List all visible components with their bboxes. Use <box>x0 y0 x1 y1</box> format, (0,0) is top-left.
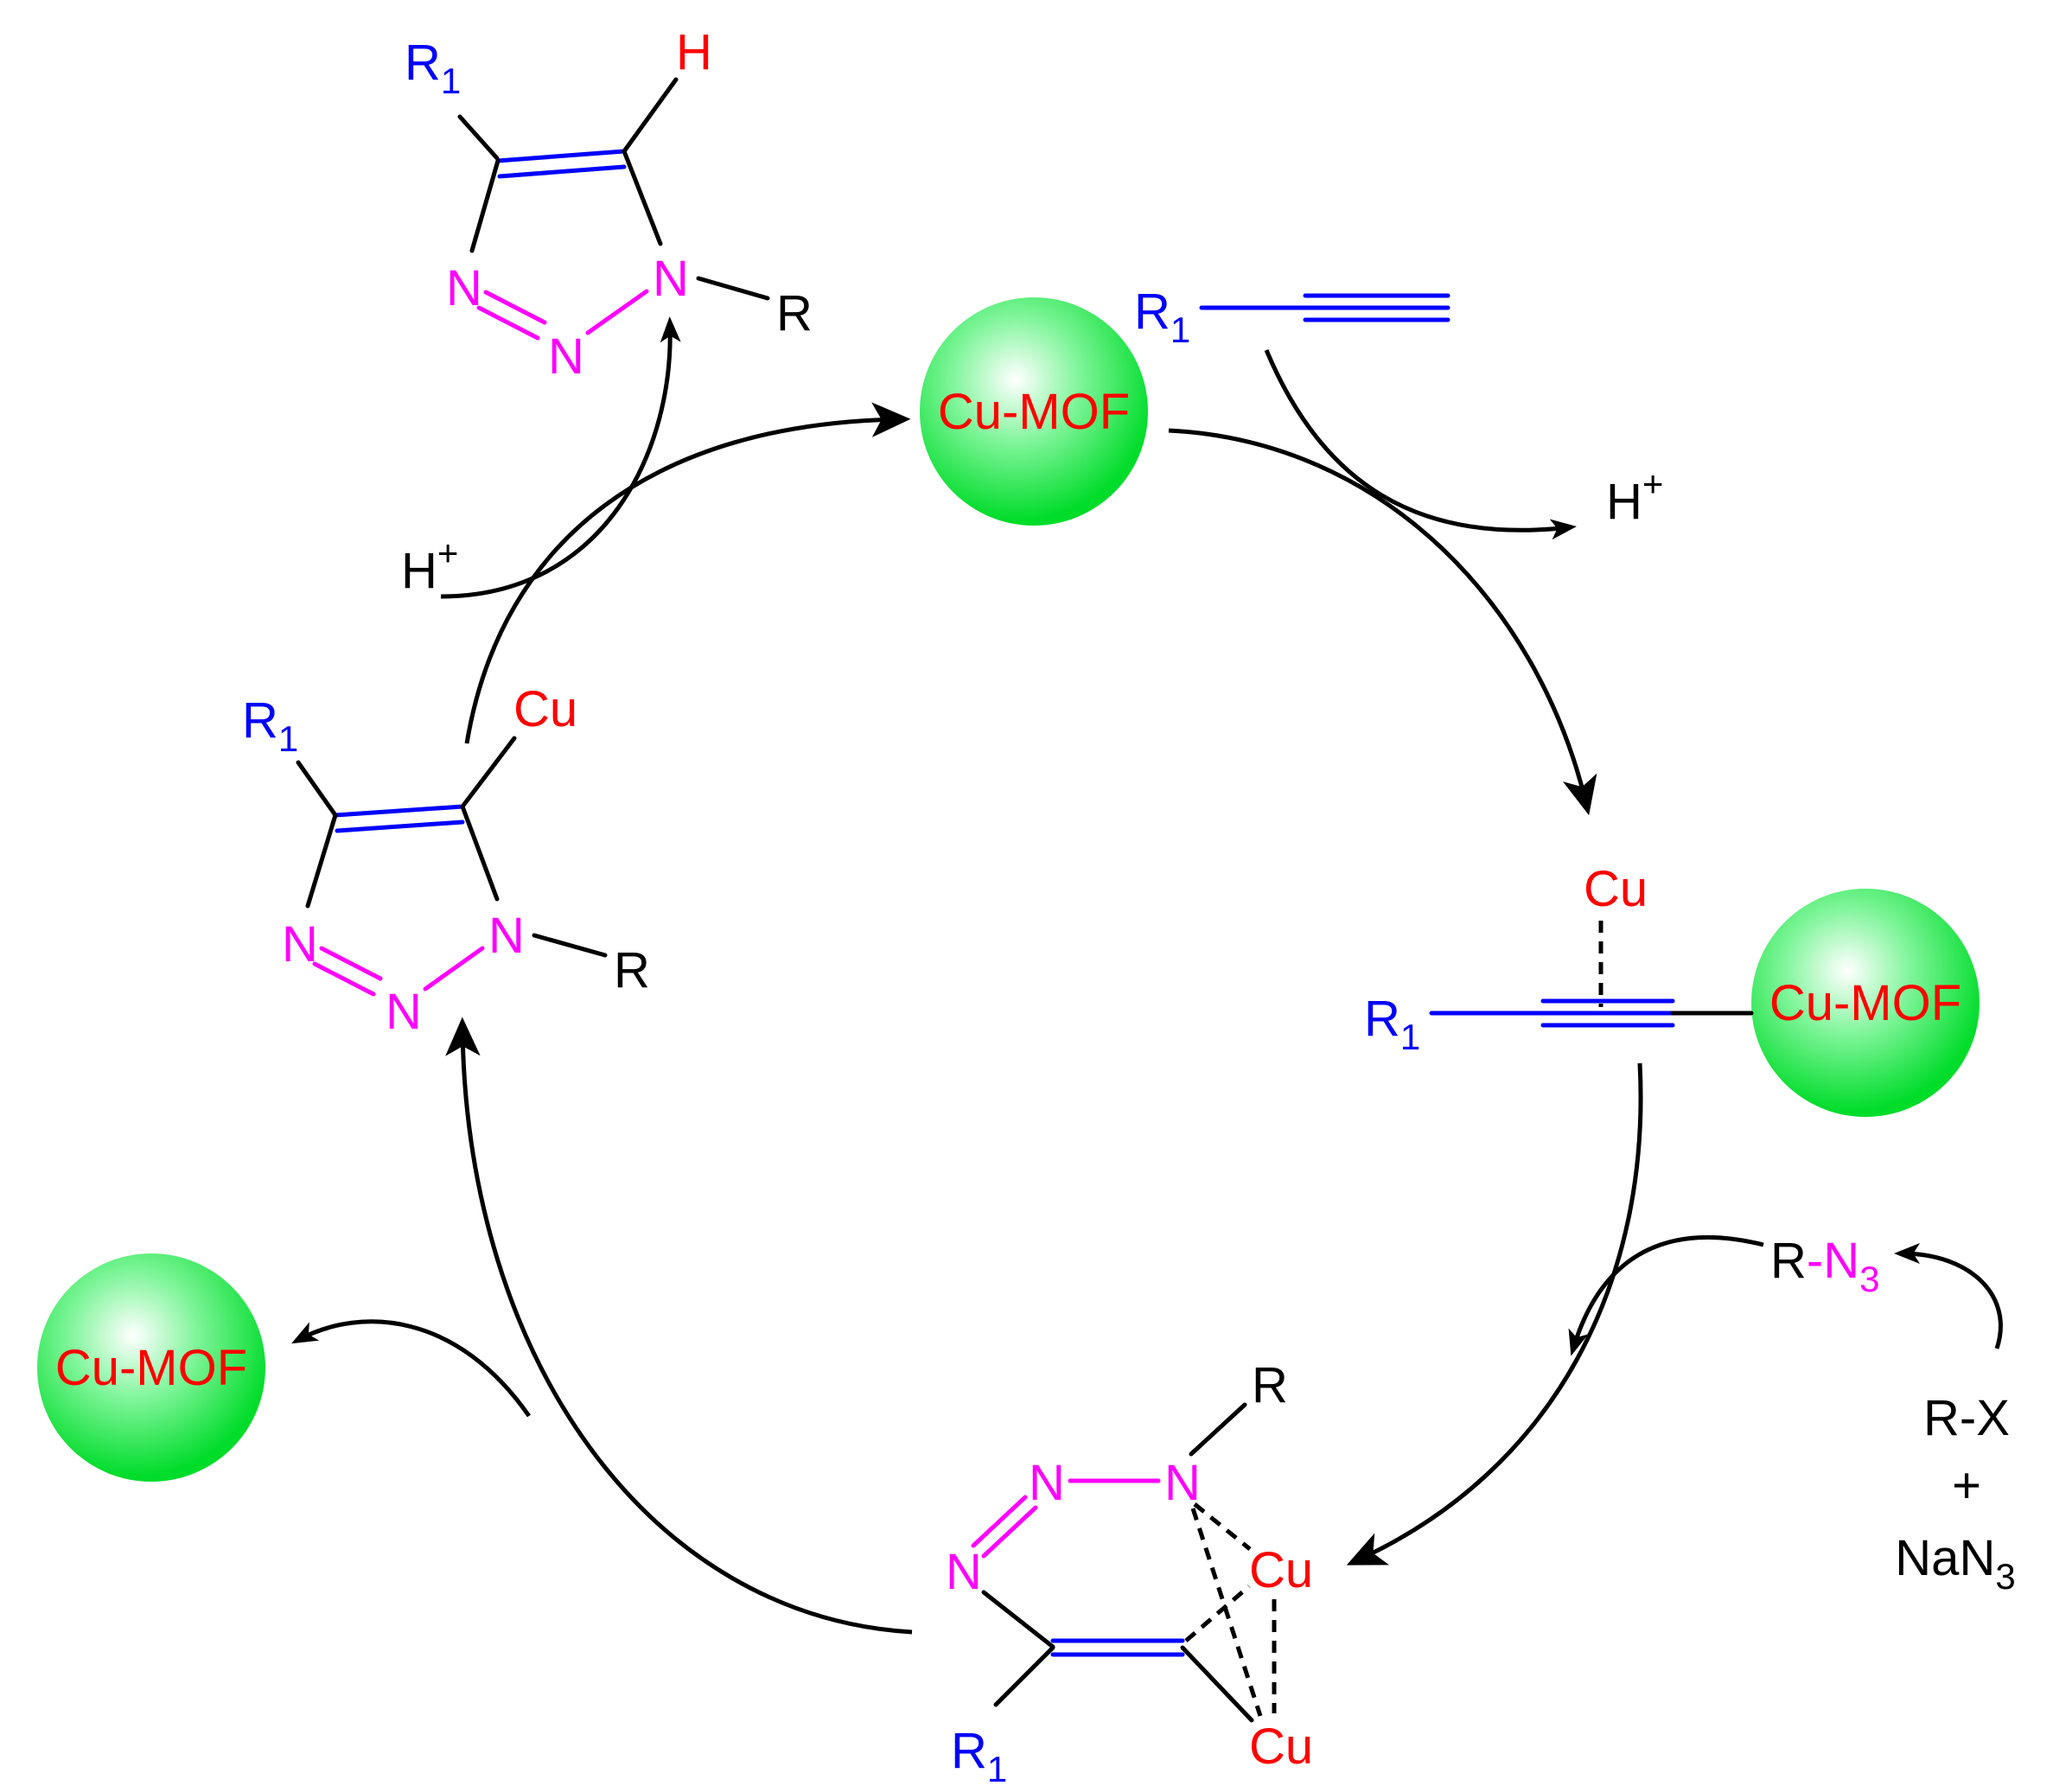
svg-text:NaN3: NaN3 <box>1895 1530 2015 1597</box>
catalyst-sphere-left: Cu-MOF <box>37 1253 265 1482</box>
svg-text:H+: H+ <box>1606 463 1663 530</box>
cu-label: Cu <box>1249 1719 1313 1775</box>
catalyst-sphere-top: Cu-MOF <box>920 297 1148 526</box>
svg-text:R1: R1 <box>242 692 298 759</box>
arrow-azide-addition <box>1568 1235 1764 1356</box>
hydrogen-label: H <box>676 24 712 80</box>
svg-text:R1: R1 <box>405 35 461 101</box>
arrow-azide-formation <box>1894 1243 2003 1349</box>
cu-label: Cu <box>513 681 577 737</box>
cycle-arrows <box>445 402 1643 1635</box>
catalyst-label: Cu-MOF <box>1769 975 1961 1031</box>
arrow-protonation-release <box>440 316 681 599</box>
svg-text:N: N <box>488 908 525 964</box>
svg-text:N: N <box>1029 1455 1065 1511</box>
catalyst-sphere-right: Cu-MOF <box>1751 889 1980 1117</box>
svg-text:R1: R1 <box>951 1723 1007 1789</box>
svg-text:R: R <box>1252 1357 1288 1413</box>
arrow-catalyst-release <box>291 1319 532 1418</box>
copper-metallacycle: R N N N Cu Cu R1 <box>946 1357 1313 1789</box>
svg-text:R: R <box>614 942 650 998</box>
svg-text:N: N <box>446 260 482 316</box>
svg-text:R-X: R-X <box>1923 1390 2010 1446</box>
catalyst-label: Cu-MOF <box>55 1340 247 1396</box>
svg-text:N: N <box>1164 1455 1201 1511</box>
svg-text:+: + <box>1952 1457 1981 1514</box>
svg-text:H+: H+ <box>401 532 458 599</box>
terminal-alkyne: R1 <box>1134 284 1450 350</box>
svg-text:R: R <box>776 285 813 341</box>
copper-acetylide: Cu R1 <box>1364 861 1754 1057</box>
arrow-alkyne-deprotonation <box>1264 349 1577 540</box>
arrow-catalyst-to-acetylide <box>1168 428 1597 816</box>
cu-label: Cu <box>1584 861 1648 917</box>
proton-consumed: H+ <box>401 532 458 599</box>
catalyst-label: Cu-MOF <box>938 384 1130 440</box>
product-triazole: R1 H N N N R <box>405 24 813 385</box>
organic-azide: R-N3 <box>1770 1233 1879 1299</box>
svg-text:R1: R1 <box>1134 284 1190 350</box>
arrow-metallacycle-to-triazolide <box>445 1017 913 1635</box>
svg-text:N: N <box>282 916 318 973</box>
svg-text:N: N <box>946 1544 982 1600</box>
svg-text:N: N <box>653 251 689 307</box>
side-arrows <box>291 316 2003 1418</box>
arrow-acetylide-to-metallacycle <box>1346 1062 1643 1566</box>
arrow-triazolide-to-catalyst <box>464 402 911 744</box>
cu-label: Cu <box>1249 1542 1313 1598</box>
proton-released: H+ <box>1606 463 1663 530</box>
copper-triazolide: R1 Cu N N N R <box>242 681 650 1040</box>
azide-reagents: R-X + NaN3 <box>1895 1390 2015 1597</box>
svg-text:R-N3: R-N3 <box>1770 1233 1879 1299</box>
svg-text:N: N <box>548 328 584 385</box>
svg-text:R1: R1 <box>1364 991 1420 1057</box>
svg-text:N: N <box>386 984 422 1040</box>
